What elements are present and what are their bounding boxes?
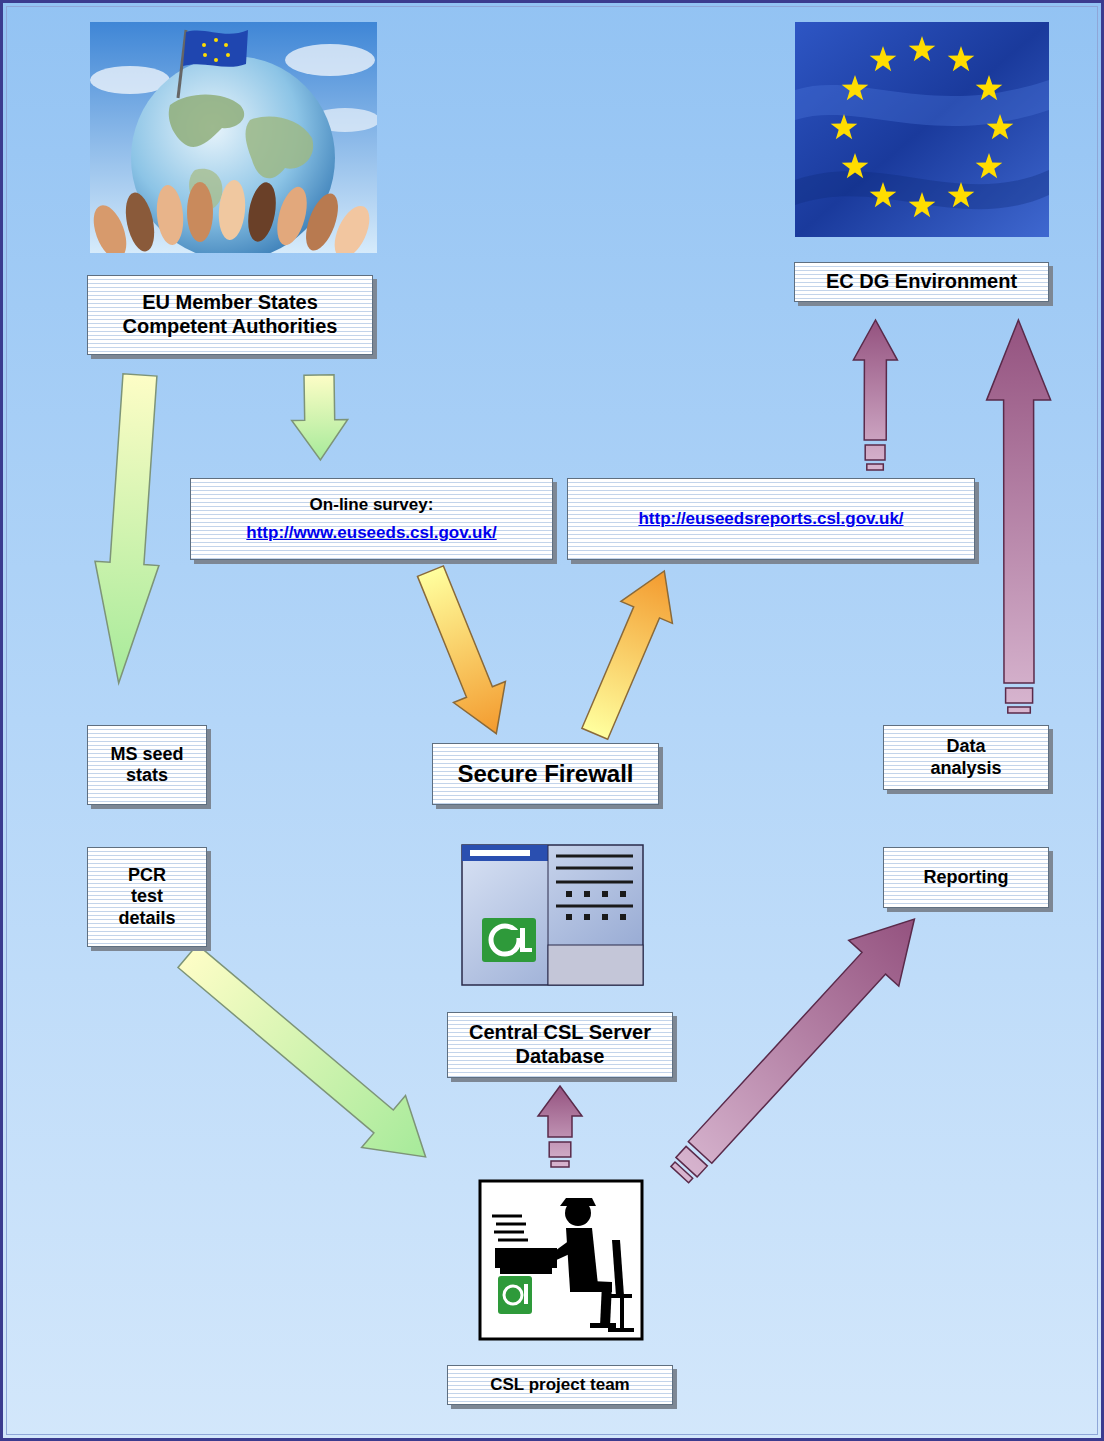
block-arrow	[538, 1086, 582, 1167]
block-arrow	[292, 375, 348, 460]
url-link: http://euseedsreports.csl.gov.uk/	[638, 509, 903, 529]
lined-box: Data analysis	[883, 725, 1049, 790]
block-arrow	[671, 919, 915, 1183]
lined-box: On-line survey: http://www.euseeds.csl.go…	[190, 478, 553, 560]
block-arrow	[853, 320, 897, 470]
team-node: CSL project team	[447, 1175, 673, 1405]
block-arrow	[95, 374, 159, 683]
typist-icon	[480, 1181, 642, 1339]
lined-box: EC DG Environment	[794, 262, 1049, 302]
lined-box: Secure Firewall	[432, 743, 659, 805]
lined-box: EU Member States Competent Authorities	[87, 275, 373, 355]
globe-photo	[90, 22, 377, 253]
block-arrow	[987, 320, 1051, 713]
box-label: EU Member States Competent Authorities	[105, 291, 355, 338]
eu-flag-photo	[795, 22, 1049, 237]
lined-box: PCR test details	[87, 847, 207, 947]
box-label: Data analysis	[916, 736, 1016, 778]
box-label: EC DG Environment	[826, 270, 1017, 294]
server-icon	[462, 845, 643, 985]
block-arrow	[178, 945, 426, 1157]
box-label: Reporting	[924, 867, 1009, 888]
box-label: PCR test details	[112, 865, 182, 929]
block-arrow	[418, 566, 506, 734]
url-link: http://www.euseeds.csl.gov.uk/	[246, 523, 496, 543]
box-label: On-line survey:	[310, 495, 434, 515]
lined-box: Central CSL Server Database	[447, 1012, 673, 1078]
box-label: MS seed stats	[102, 744, 192, 786]
label-panel: CSL project team	[447, 1365, 673, 1405]
lined-box: http://euseedsreports.csl.gov.uk/	[567, 478, 975, 560]
lined-box: Reporting	[883, 847, 1049, 908]
block-arrow	[582, 571, 673, 739]
box-label: CSL project team	[490, 1375, 630, 1395]
box-label: Secure Firewall	[457, 760, 633, 788]
lined-box: MS seed stats	[87, 725, 207, 805]
box-label: Central CSL Server Database	[465, 1021, 655, 1068]
